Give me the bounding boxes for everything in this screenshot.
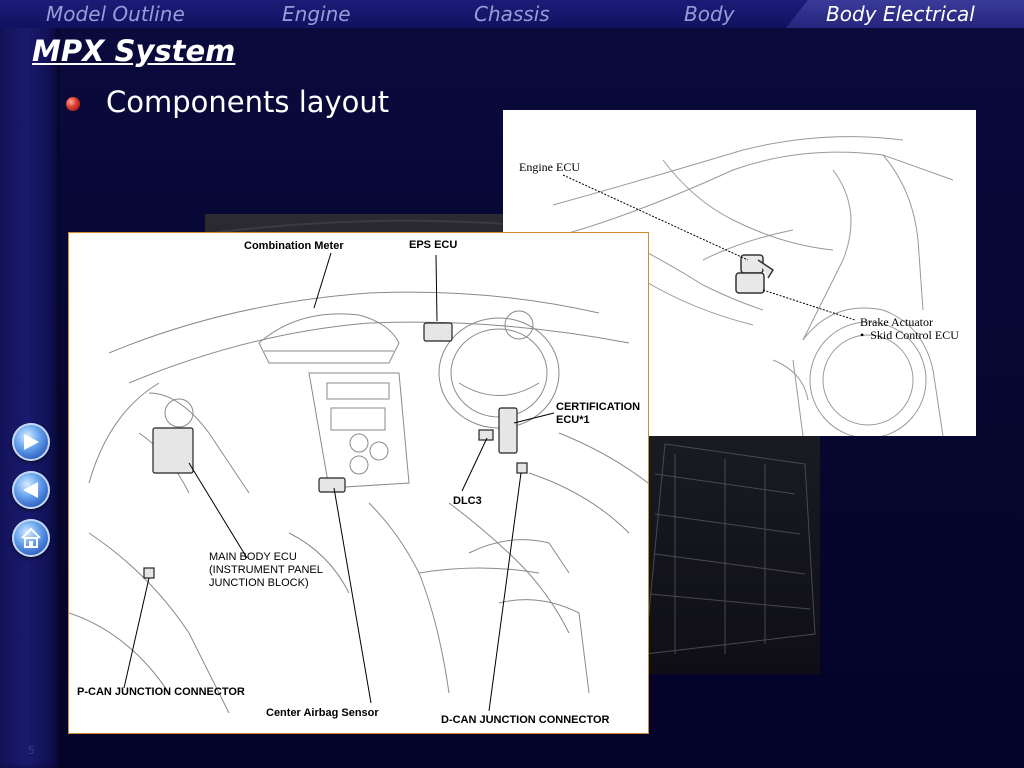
tab-body[interactable]: Body xyxy=(684,2,735,26)
left-sidebar-bar xyxy=(0,0,60,768)
tab-chassis[interactable]: Chassis xyxy=(474,2,550,26)
label-center-airbag-sensor: Center Airbag Sensor xyxy=(266,707,379,719)
page-number: 5 xyxy=(28,744,35,757)
label-eps-ecu: EPS ECU xyxy=(409,239,458,251)
tab-engine[interactable]: Engine xyxy=(282,2,351,26)
home-icon[interactable] xyxy=(12,519,50,557)
label-main-body-ecu-line1: MAIN BODY ECU xyxy=(209,551,297,563)
bullet-text: Components layout xyxy=(106,85,390,119)
active-tab-highlight xyxy=(786,0,1024,28)
previous-arrow-icon[interactable] xyxy=(12,471,50,509)
label-certification-ecu-line2: ECU*1 xyxy=(556,414,590,426)
slide-title: MPX System xyxy=(32,34,236,68)
label-main-body-ecu-line2: (INSTRUMENT PANEL xyxy=(209,564,323,576)
next-arrow-icon[interactable] xyxy=(12,423,50,461)
label-combination-meter: Combination Meter xyxy=(244,240,344,252)
tab-body-electrical[interactable]: Body Electrical xyxy=(826,2,975,26)
label-brake-actuator: Brake Actuator xyxy=(860,315,933,329)
label-certification-ecu-line1: CERTIFICATION xyxy=(556,401,641,413)
label-engine-ecu: Engine ECU xyxy=(519,160,580,174)
bullet-icon xyxy=(66,97,80,111)
label-skid-control-ecu: • Skid Control ECU xyxy=(860,328,959,342)
label-main-body-ecu-line3: JUNCTION BLOCK) xyxy=(209,577,309,589)
interior-components-figure: Combination Meter EPS ECU CERTIFICATION … xyxy=(68,232,649,734)
tab-model-outline[interactable]: Model Outline xyxy=(46,2,185,26)
label-dlc3: DLC3 xyxy=(453,495,482,507)
label-p-can-junction-connector: P-CAN JUNCTION CONNECTOR xyxy=(77,686,245,698)
label-d-can-junction-connector: D-CAN JUNCTION CONNECTOR xyxy=(441,714,610,726)
top-navigation-bar: Model Outline Engine Chassis Body Body E… xyxy=(0,0,1024,28)
